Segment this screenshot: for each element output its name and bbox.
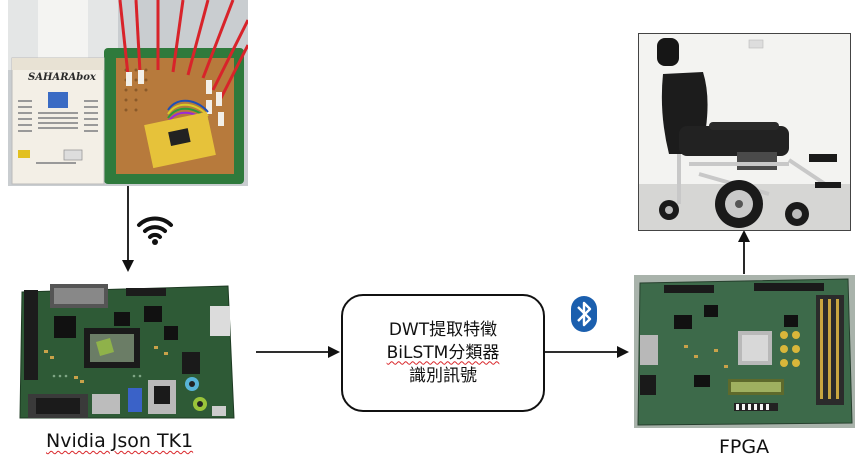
arrow-process-to-fpga: [543, 346, 629, 358]
fpga-board-photo: [634, 275, 855, 428]
process-line-dwt: DWT提取特徵: [388, 319, 498, 340]
bluetooth-icon: [571, 296, 597, 332]
tk1-board-photo: [14, 276, 238, 422]
process-line-identify: 識別訊號: [409, 365, 477, 386]
process-box: DWT提取特徵 BiLSTM分類器 識別訊號: [341, 294, 545, 412]
wheelchair-photo: [638, 33, 851, 231]
arrow-sensor-to-tk1: [122, 186, 134, 272]
sensor-box-photo: SAHARAbox: [8, 0, 248, 186]
arrow-tk1-to-process: [256, 346, 340, 358]
wifi-icon: [137, 216, 173, 245]
process-line-bilstm: BiLSTM分類器: [386, 342, 500, 363]
fpga-label: FPGA: [719, 436, 770, 458]
sensor-brand-label: SAHARAbox: [28, 72, 96, 83]
tk1-label: Nvidia Json TK1: [46, 430, 194, 452]
arrow-fpga-to-wheelchair: [738, 230, 750, 274]
